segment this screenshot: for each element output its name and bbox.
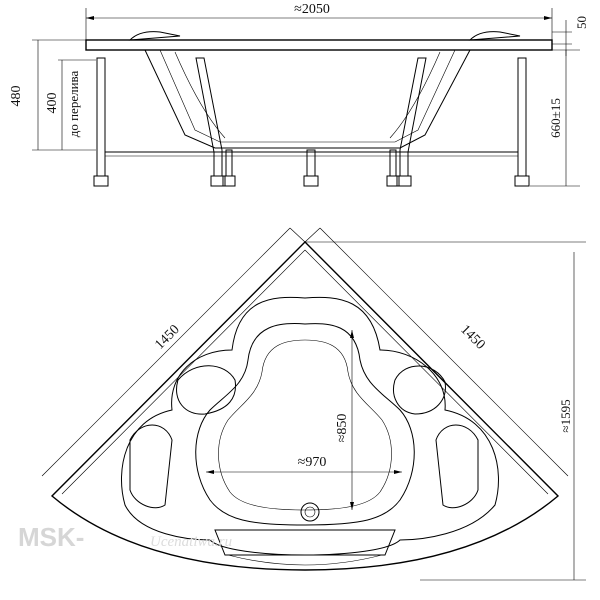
basin-depth-label: ≈850 [335, 414, 350, 443]
basin-outline [144, 49, 471, 149]
tub-rim-edge [61, 249, 549, 495]
drain-icon [300, 502, 320, 522]
leg-center [306, 149, 316, 177]
side-view: ≈2050 50 [9, 2, 589, 187]
foot-2 [514, 175, 530, 187]
armrest-right [435, 424, 479, 509]
watermark: MSK- Ucenatiwa.ru [18, 522, 232, 552]
side-a-dimension-line [41, 227, 291, 477]
diagonal-label: ≈1595 [558, 399, 573, 432]
rim-label: 50 [574, 16, 589, 29]
width-label: ≈2050 [294, 2, 330, 17]
watermark-script: Ucenatiwa.ru [150, 534, 232, 550]
foot-1 [93, 175, 109, 187]
armrest-left [129, 424, 173, 509]
headrest-left-icon [176, 365, 237, 415]
side-a-label: 1450 [152, 322, 182, 352]
front-step-curve [227, 554, 383, 566]
leg-4 [399, 57, 427, 177]
basin-inner-outline [159, 49, 456, 143]
leg-6 [389, 149, 397, 177]
foot-3 [210, 175, 226, 187]
leg-2 [517, 57, 527, 177]
basin-contours [174, 51, 441, 139]
side-b-extension [304, 227, 321, 243]
foot-center [303, 175, 319, 187]
drain-inner [304, 506, 316, 518]
leg-height-label: 660±15 [548, 98, 563, 138]
basin-inner-top [195, 323, 415, 526]
tub-outline-top [50, 241, 560, 571]
side-b-dimension-line [319, 227, 569, 477]
height-total-label: 480 [9, 86, 24, 107]
leg-5 [225, 149, 233, 177]
foot-5 [222, 175, 236, 187]
side-a-extension [289, 227, 306, 243]
basin-outer-top [121, 296, 499, 556]
height-overflow-label: 400 [45, 93, 60, 114]
frame-legs [93, 57, 530, 187]
foot-6 [386, 175, 400, 187]
watermark-brand: MSK- [18, 522, 84, 552]
foot-4 [396, 175, 412, 187]
headrests-side [128, 31, 521, 41]
top-view: 1450 1450 ≈1595 ≈970 ≈850 [41, 227, 586, 581]
headrest-right-icon [393, 365, 446, 415]
basin-width-label: ≈970 [298, 455, 327, 470]
leg-1 [96, 57, 106, 177]
basin-floor [218, 339, 392, 511]
overflow-note: до перелива [66, 71, 81, 138]
front-step [214, 529, 396, 556]
side-b-label: 1450 [457, 322, 487, 352]
tub-rim [85, 39, 553, 51]
